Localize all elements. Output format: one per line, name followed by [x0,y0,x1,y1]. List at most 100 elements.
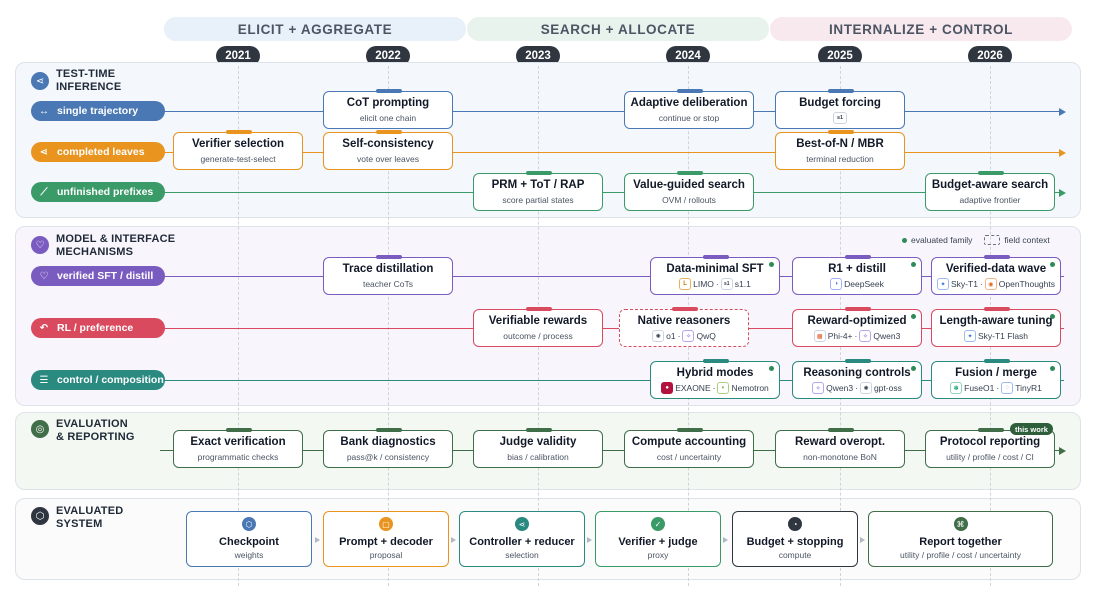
separator: · [715,279,719,289]
evaluated-dot-icon [1050,366,1055,371]
evaluated-dot-icon [902,237,907,243]
legend: evaluated family field context [902,235,1050,245]
box-native-reasoners[interactable]: Native reasoners✺o1·✧QwQ [619,307,749,347]
model-name: gpt-oss [873,383,902,393]
qwen-logo-icon: ✧ [859,330,872,342]
lane-arrow-unfinished [1059,189,1066,197]
sky-logo-icon: ✦ [937,278,949,290]
phase-elicit: ELICIT + AGGREGATE [164,17,466,41]
box-title: Reward-optimized [807,315,907,327]
box-title: CoT prompting [346,97,430,109]
deepseek-logo-icon: ◑ [830,278,843,290]
box-verified-data-wave[interactable]: Verified-data wave✦Sky-T1·◉OpenThoughts [931,255,1061,295]
lane-pill-control[interactable]: ☰control / composition [31,370,165,390]
box-title: Bank diagnostics [340,436,436,448]
box-tab [978,171,1004,175]
loop-icon: ↶ [39,322,49,334]
box-title: Reasoning controls [803,367,911,379]
system-section-icon: ⬡ [31,507,49,525]
box-title: Data-minimal SFT [666,263,764,275]
box-subtitle: adaptive frontier [959,195,1021,205]
box-tab [845,359,871,363]
inference-section-icon: ⋖ [31,72,49,90]
box-tab [376,130,402,134]
evaluated-dot-icon [1050,262,1055,267]
lane-pill-sft[interactable]: ♡ verified SFT / distill [31,266,165,286]
evaluated-dot-icon [1050,314,1055,319]
box-tab [677,89,703,93]
box-reward-overopt[interactable]: Reward overopt.non-monotone BoN [775,428,905,468]
box-tab [828,130,854,134]
qwen-logo-icon: ✧ [812,382,825,394]
lane-pill-unfinished[interactable]: ⟋unfinished prefixes [31,182,165,202]
box-fusion-merge[interactable]: Fusion / merge✽FuseO1·◌TinyR1 [931,359,1061,399]
year-2022: 2022 [366,46,410,66]
box-reward-optimized[interactable]: Reward-optimized▦Phi-4+·✧Qwen3 [792,307,922,347]
box-tab [526,171,552,175]
year-2024: 2024 [666,46,710,66]
system-subtitle: utility / profile / cost / uncertainty [900,550,1021,560]
lane-pill-single[interactable]: ↔single trajectory [31,101,165,121]
separator: · [855,383,858,393]
box-title: Compute accounting [631,436,747,448]
model-chips: ✧Qwen3·✺gpt-oss [812,382,902,394]
mechanism-section-icon: ♡ [31,236,49,254]
separator: · [854,331,858,341]
box-reasoning-controls[interactable]: Reasoning controls ✧Qwen3·✺gpt-oss [792,359,922,399]
box-title: Verifier selection [191,138,285,150]
box-tab [703,255,729,259]
heart-icon: ♡ [39,270,49,282]
qwen-logo-icon: ✧ [682,330,695,342]
box-title: Reward overopt. [794,436,886,448]
box-title: Trace distillation [342,263,434,275]
model-name: EXAONE [675,383,711,393]
lane-pill-completed[interactable]: ⋖completed leaves [31,142,165,162]
box-r1-distill[interactable]: R1 + distill◑DeepSeek [792,255,922,295]
model-name: Nemotron [731,383,769,393]
lane-line-rl [160,328,1064,329]
exaone-logo-icon: ● [661,382,674,394]
s1-badge-icon: s1 [833,112,847,124]
box-subtitle: pass@k / consistency [346,452,430,462]
flow-arrow [315,537,320,543]
model-chips: ✽FuseO1·◌TinyR1 [950,382,1042,394]
model-name: Sky-T1 Flash [977,331,1029,341]
box-hybrid-modes[interactable]: Hybrid modes●EXAONE·◐Nemotron [650,359,780,399]
lane-label: verified SFT / distill [57,270,154,282]
box-length-aware-tuning[interactable]: Length-aware tuning✦Sky-T1 Flash [931,307,1061,347]
box-tab [526,428,552,432]
branch-icon: ⋖ [515,517,529,531]
box-title: Verified-data wave [945,263,1047,275]
box-tab [376,89,402,93]
section-title-evaluation: EVALUATION& REPORTING [56,418,135,443]
model-chips: s1 [833,112,847,124]
lane-line-single [160,111,1060,112]
lane-pill-rl[interactable]: ↶RL / preference [31,318,165,338]
model-name: LIMO [693,279,714,289]
box-title: Hybrid modes [676,367,754,379]
box-bank-diagnostics[interactable]: Bank diagnostics pass@k / consistency [323,428,453,468]
separator: · [979,279,983,289]
